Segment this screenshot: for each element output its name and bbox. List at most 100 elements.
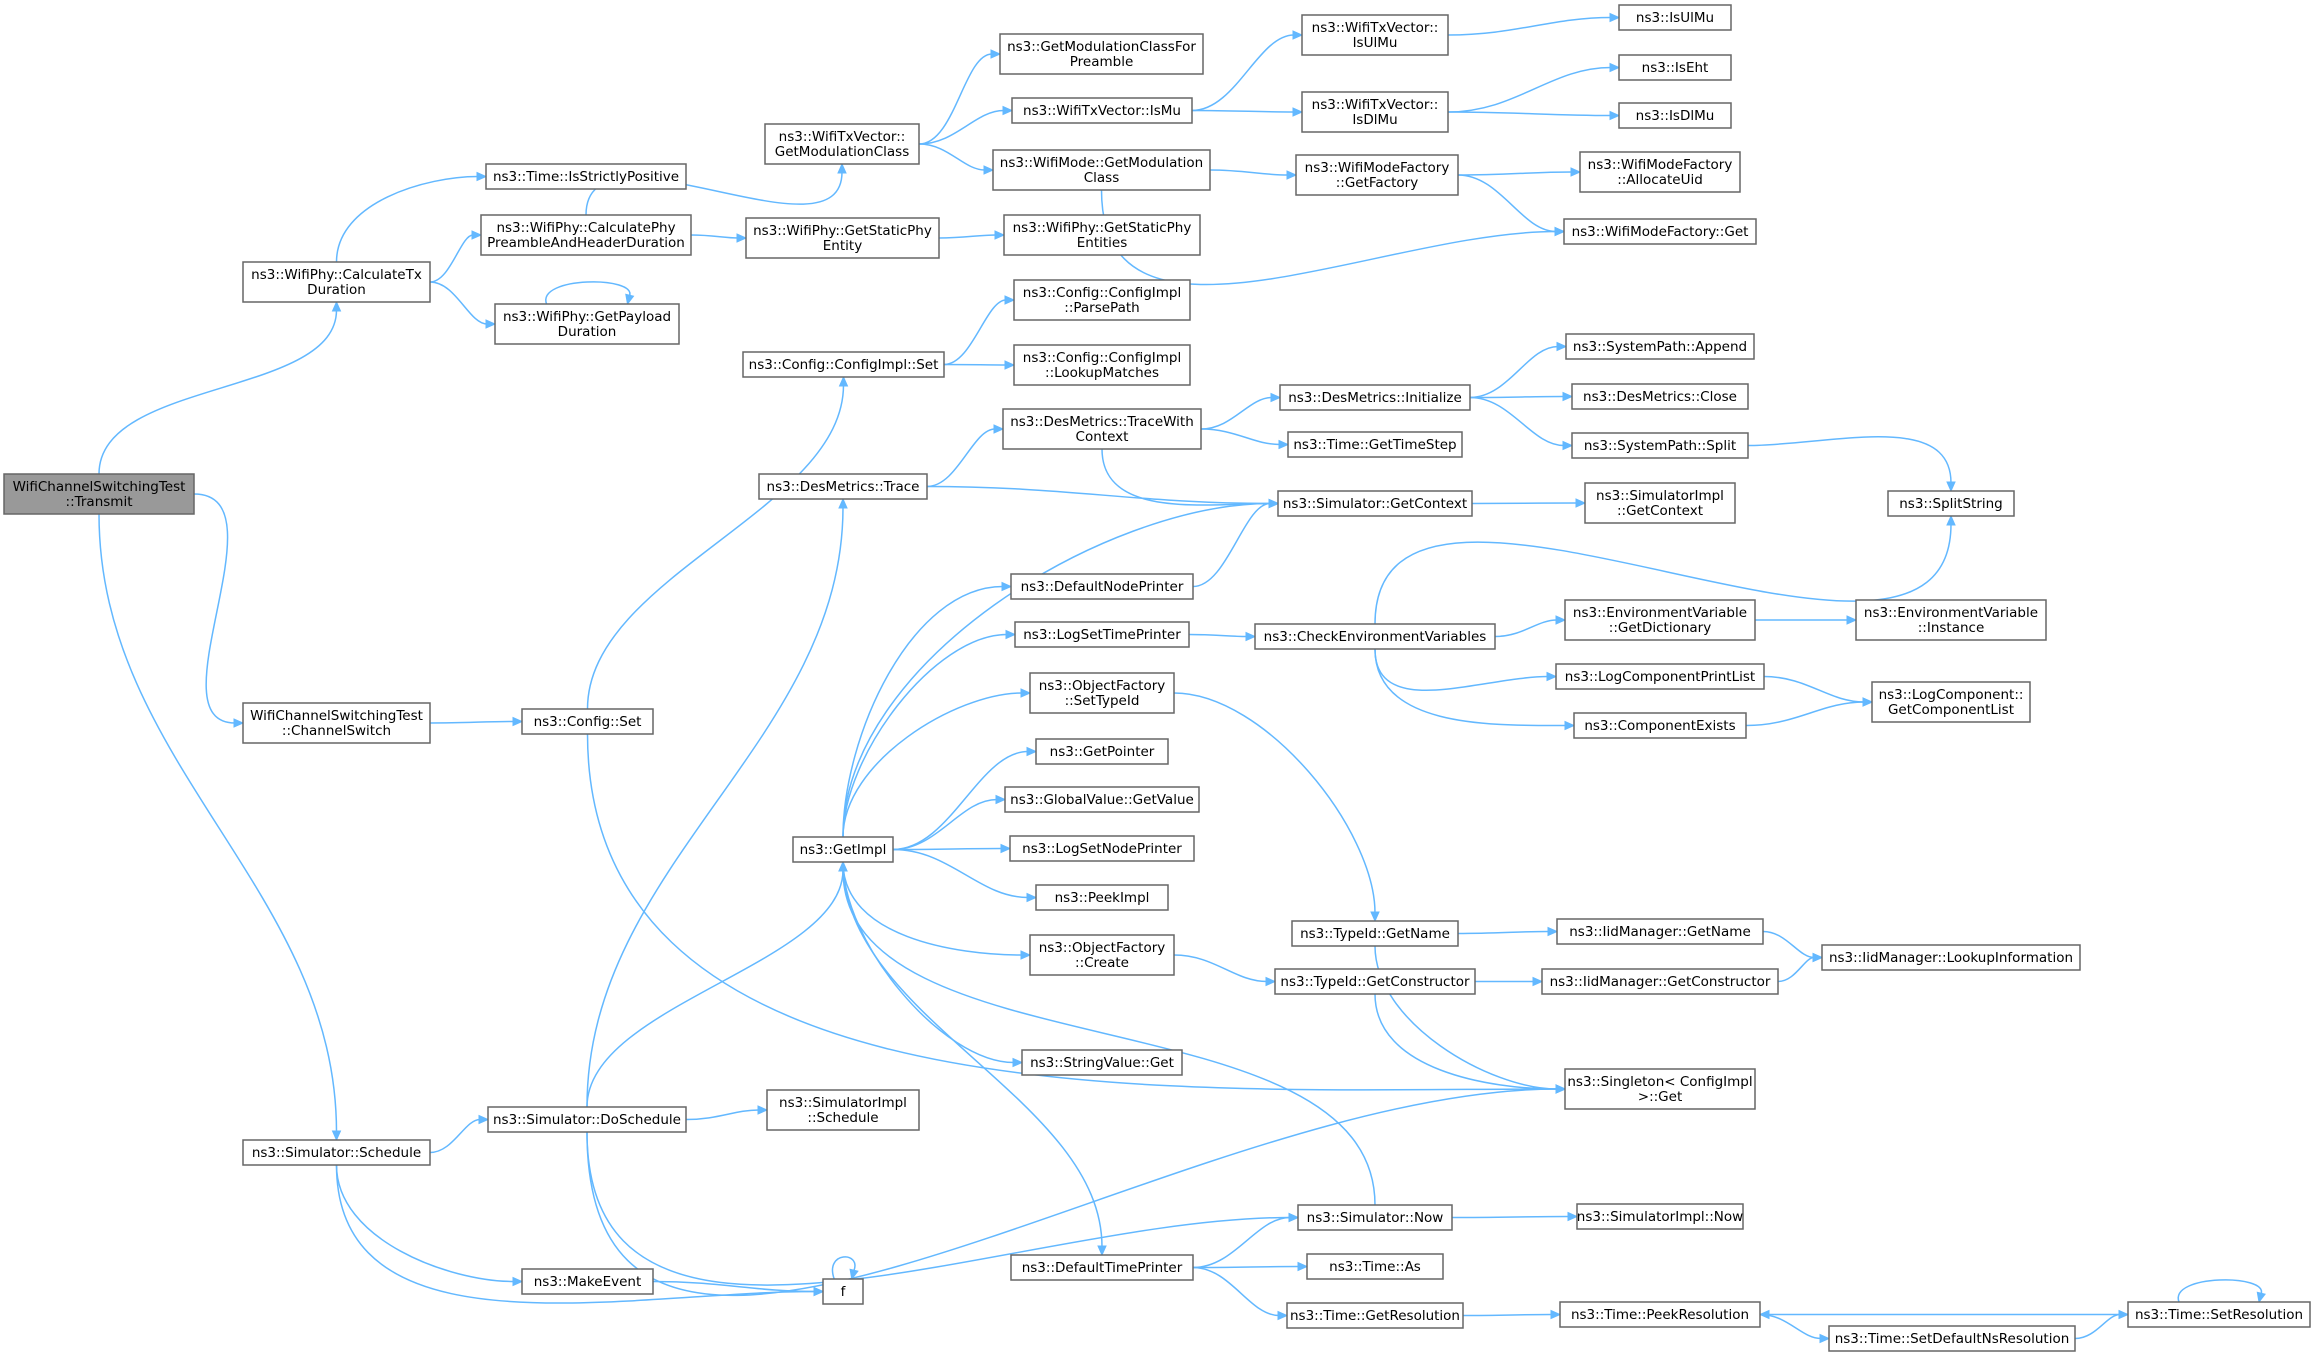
node-desInitialize[interactable]: ns3::DesMetrics::Initialize	[1279, 384, 1471, 411]
node-setDefaultNsRes[interactable]: ns3::Time::SetDefaultNsResolution	[1828, 1325, 2076, 1352]
node-calcPhyPreamble[interactable]: ns3::WifiPhy::CalculatePhyPreambleAndHea…	[480, 214, 692, 256]
node-peekImpl[interactable]: ns3::PeekImpl	[1035, 884, 1169, 911]
node-label: ns3::DesMetrics::Trace	[767, 479, 920, 495]
edge-arrowhead	[1812, 952, 1824, 963]
node-label: ns3::Time::As	[1329, 1259, 1421, 1275]
edge-configSet-to-configImplSet	[586, 375, 849, 710]
node-getPointer[interactable]: ns3::GetPointer	[1035, 738, 1169, 765]
edge-iidGetConstructor-to-iidLookupInfo	[1777, 952, 1824, 983]
node-label: ns3::Time::GetTimeStep	[1293, 437, 1456, 453]
node-label: ns3::LogComponentPrintList	[1565, 669, 1755, 685]
node-singletonGet[interactable]: ns3::Singleton< ConfigImpl>::Get	[1564, 1068, 1756, 1110]
edge-line	[1763, 675, 1865, 703]
node-isEht[interactable]: ns3::IsEht	[1618, 54, 1732, 81]
node-txIsUlMu[interactable]: ns3::WifiTxVector::IsUlMu	[1301, 14, 1449, 56]
node-spAppend[interactable]: ns3::SystemPath::Append	[1565, 333, 1755, 360]
node-globalValueGet[interactable]: ns3::GlobalValue::GetValue	[1004, 786, 1200, 813]
edge-simNow-to-getImpl	[838, 860, 1376, 1206]
node-box	[1301, 91, 1449, 133]
node-getImpl[interactable]: ns3::GetImpl	[792, 836, 894, 863]
node-logCompPrintList[interactable]: ns3::LogComponentPrintList	[1555, 663, 1765, 690]
node-logSetTimePrinter[interactable]: ns3::LogSetTimePrinter	[1014, 621, 1190, 648]
node-txIsMu[interactable]: ns3::WifiTxVector::IsMu	[1011, 97, 1193, 124]
node-configImplSet[interactable]: ns3::Config::ConfigImpl::Set	[742, 351, 945, 378]
node-ofSetTypeId[interactable]: ns3::ObjectFactory::SetTypeId	[1029, 672, 1175, 714]
edge-arrowhead	[1245, 631, 1257, 642]
node-modeGetModClass[interactable]: ns3::WifiMode::GetModulationClass	[992, 149, 1211, 191]
node-splitString[interactable]: ns3::SplitString	[1887, 490, 2015, 517]
node-typeIdGetConstructor[interactable]: ns3::TypeId::GetConstructor	[1274, 968, 1476, 995]
node-doSchedule[interactable]: ns3::Simulator::DoSchedule	[487, 1106, 687, 1133]
edge-channelSwitch-to-configSet	[429, 716, 524, 727]
node-timeGetResolution[interactable]: ns3::Time::GetResolution	[1286, 1302, 1464, 1329]
edge-line	[690, 234, 739, 239]
node-isDlMu[interactable]: ns3::IsDlMu	[1618, 102, 1732, 129]
node-wmfGetFactory[interactable]: ns3::WifiModeFactory::GetFactory	[1295, 154, 1459, 196]
node-getModulationClass[interactable]: ns3::WifiTxVector::GetModulationClass	[764, 123, 920, 165]
node-timePeekResolution[interactable]: ns3::Time::PeekResolution	[1559, 1301, 1761, 1328]
node-iidGetName[interactable]: ns3::IidManager::GetName	[1556, 918, 1764, 945]
edge-getStaticPhyEntity-to-getStaticPhyEntities	[938, 230, 1006, 240]
node-simSchedule[interactable]: ns3::Simulator::Schedule	[242, 1139, 431, 1166]
node-typeIdGetName[interactable]: ns3::TypeId::GetName	[1291, 920, 1459, 947]
node-defaultTimePrinter[interactable]: ns3::DefaultTimePrinter	[1010, 1254, 1194, 1281]
node-timeGetTimeStep[interactable]: ns3::Time::GetTimeStep	[1287, 431, 1463, 458]
node-checkEnvVars[interactable]: ns3::CheckEnvironmentVariables	[1254, 623, 1496, 650]
node-envInstance[interactable]: ns3::EnvironmentVariable::Instance	[1855, 599, 2047, 641]
edge-arrowhead	[1005, 629, 1017, 640]
node-envGetDictionary[interactable]: ns3::EnvironmentVariable::GetDictionary	[1564, 599, 1756, 641]
node-label: Preamble	[1070, 54, 1134, 70]
node-timeSetResolution[interactable]: ns3::Time::SetResolution	[2127, 1301, 2311, 1328]
node-channelSwitch[interactable]: WifiChannelSwitchingTest::ChannelSwitch	[242, 702, 431, 744]
node-logSetNodePrinter[interactable]: ns3::LogSetNodePrinter	[1009, 835, 1195, 862]
node-simGetContext[interactable]: ns3::Simulator::GetContext	[1277, 490, 1473, 517]
edge-line	[1191, 34, 1295, 112]
node-transmit[interactable]: WifiChannelSwitchingTest::Transmit	[3, 473, 195, 515]
node-stringValueGet[interactable]: ns3::StringValue::Get	[1021, 1049, 1183, 1076]
node-iidLookupInfo[interactable]: ns3::IidManager::LookupInformation	[1821, 944, 2081, 971]
edge-configImplSet-to-lookupMatches	[943, 360, 1016, 370]
node-logCompGetList[interactable]: ns3::LogComponent::GetComponentList	[1871, 681, 2031, 723]
node-wmfGet[interactable]: ns3::WifiModeFactory::Get	[1563, 218, 1757, 245]
node-componentExists[interactable]: ns3::ComponentExists	[1573, 712, 1747, 739]
node-simImplGetContext[interactable]: ns3::SimulatorImpl::GetContext	[1584, 482, 1736, 524]
node-label: ns3::DesMetrics::Close	[1583, 389, 1737, 405]
node-ofCreate[interactable]: ns3::ObjectFactory::Create	[1029, 934, 1175, 976]
node-simNow[interactable]: ns3::Simulator::Now	[1297, 1204, 1453, 1231]
node-desTrace[interactable]: ns3::DesMetrics::Trace	[758, 473, 928, 500]
node-txIsDlMu[interactable]: ns3::WifiTxVector::IsDlMu	[1301, 91, 1449, 133]
node-box	[1556, 918, 1764, 945]
node-box	[2127, 1301, 2311, 1328]
node-desClose[interactable]: ns3::DesMetrics::Close	[1571, 383, 1749, 410]
node-box	[1010, 1254, 1194, 1281]
node-iidGetConstructor[interactable]: ns3::IidManager::GetConstructor	[1541, 968, 1779, 995]
node-label: ns3::DesMetrics::Initialize	[1288, 390, 1462, 406]
node-defaultNodePrinter[interactable]: ns3::DefaultNodePrinter	[1010, 573, 1194, 600]
node-box	[1564, 599, 1756, 641]
node-timeAs[interactable]: ns3::Time::As	[1306, 1253, 1444, 1280]
edge-line	[586, 869, 844, 1108]
edge-arrowhead	[1556, 341, 1568, 352]
edge-line	[429, 1118, 481, 1154]
node-spSplit[interactable]: ns3::SystemPath::Split	[1571, 432, 1749, 459]
node-label: ns3::SystemPath::Append	[1573, 339, 1747, 355]
node-makeEvent[interactable]: ns3::MakeEvent	[521, 1268, 654, 1295]
node-isUlMu[interactable]: ns3::IsUlMu	[1618, 4, 1732, 31]
node-simImplSchedule[interactable]: ns3::SimulatorImpl::Schedule	[766, 1089, 920, 1131]
node-simImplNow[interactable]: ns3::SimulatorImpl::Now	[1576, 1203, 1744, 1230]
edge-traceWithContext-to-timeGetTimeStep	[1200, 428, 1290, 450]
node-lookupMatches[interactable]: ns3::Config::ConfigImpl::LookupMatches	[1013, 344, 1191, 386]
node-configSet[interactable]: ns3::Config::Set	[521, 708, 654, 735]
node-isStrictlyPositive[interactable]: ns3::Time::IsStrictlyPositive	[485, 163, 687, 190]
node-wmfAllocateUid[interactable]: ns3::WifiModeFactory::AllocateUid	[1579, 151, 1741, 193]
node-parsePath[interactable]: ns3::Config::ConfigImpl::ParsePath	[1013, 279, 1191, 321]
node-f[interactable]: f	[822, 1278, 864, 1305]
edge-transmit-to-channelSwitch	[193, 493, 245, 728]
node-label: ns3::IsUlMu	[1636, 10, 1714, 26]
